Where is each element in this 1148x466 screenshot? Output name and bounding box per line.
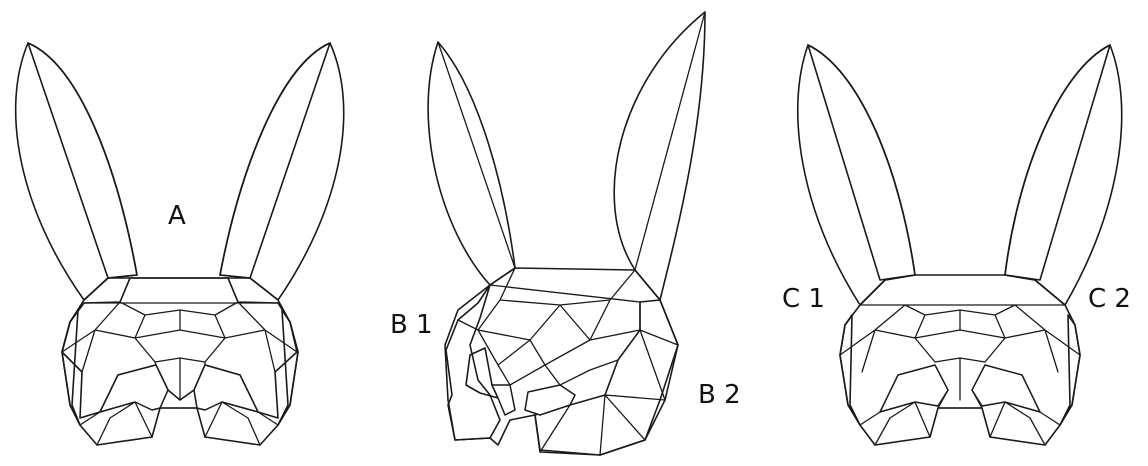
mask-b-right-ear bbox=[613, 11, 706, 301]
mask-a-left-side-strip bbox=[61, 309, 81, 426]
mask-b-left-eye-hole bbox=[491, 384, 516, 416]
mask-a-left-ear bbox=[14, 42, 138, 301]
mask-a-lower-facets bbox=[79, 401, 279, 446]
mask-a-right-ear-inner bbox=[219, 42, 331, 279]
mask-b-left-side bbox=[445, 284, 501, 441]
mask-a-left-ear-inner bbox=[27, 42, 138, 279]
mask-a-left-eye-hole bbox=[99, 364, 169, 413]
mask-a-right-side-strip bbox=[277, 309, 299, 426]
mask-b-facets bbox=[457, 267, 641, 386]
mask-a-right-ear bbox=[219, 42, 345, 301]
label-a: A bbox=[168, 201, 186, 231]
mask-c-facets bbox=[839, 304, 1081, 446]
mask-c-right-ear-inner bbox=[1004, 44, 1111, 281]
mask-c-right-ear bbox=[1004, 44, 1123, 306]
mask-b-left-ear bbox=[427, 41, 516, 286]
mask-c-right-side-strip bbox=[1059, 314, 1081, 426]
mask-c-left-eye-hole bbox=[879, 364, 949, 413]
mask-b-head bbox=[444, 267, 679, 456]
label-b1: B 1 bbox=[390, 310, 433, 340]
mask-b bbox=[427, 11, 706, 456]
mask-c-right-eye-hole bbox=[971, 364, 1041, 413]
mask-b-right-eye-hole bbox=[524, 384, 576, 416]
mask-a-facets bbox=[61, 277, 298, 409]
mask-b-left-ear-facet bbox=[437, 41, 516, 269]
mask-c bbox=[796, 44, 1123, 446]
mask-a bbox=[14, 42, 345, 446]
mask-c-left-ear bbox=[796, 44, 916, 306]
mask-b-right-cheek-facets bbox=[539, 301, 679, 456]
label-c2: C 2 bbox=[1088, 284, 1131, 314]
label-c1: C 1 bbox=[782, 284, 825, 314]
mask-a-right-eye-hole bbox=[193, 364, 259, 413]
mask-c-left-side-strip bbox=[839, 314, 861, 426]
mask-c-left-ear-inner bbox=[807, 44, 916, 281]
mask-b-right-ear-facet bbox=[634, 11, 706, 271]
label-b2: B 2 bbox=[698, 380, 741, 410]
